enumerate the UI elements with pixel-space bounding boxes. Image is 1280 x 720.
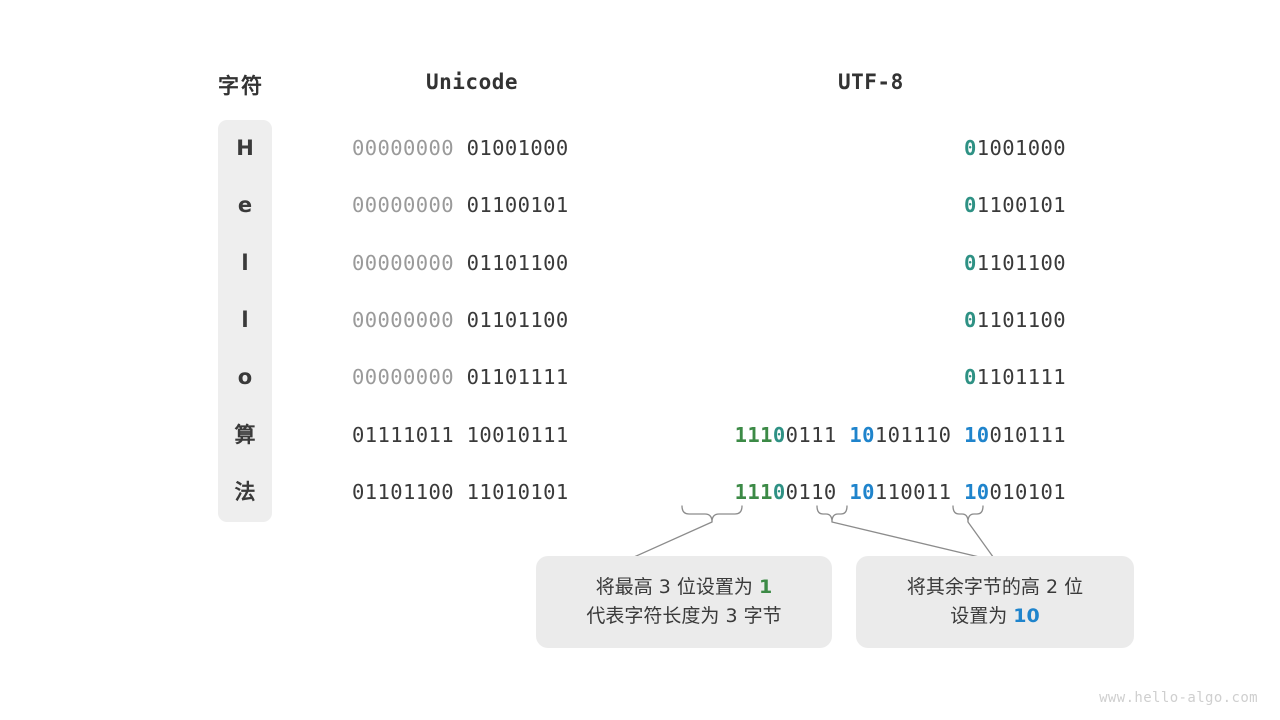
- utf8-byte-prefix: 10: [964, 422, 990, 447]
- utf8-byte: 01001000: [964, 136, 1066, 160]
- unicode-high-byte: 00000000: [352, 307, 454, 332]
- utf8-byte-prefix: 0: [964, 136, 977, 160]
- note-left-emphasis-1: 1: [758, 575, 773, 598]
- character-cell: o: [237, 365, 253, 390]
- unicode-high-byte: 00000000: [352, 250, 454, 275]
- utf8-byte: 01101100: [964, 308, 1066, 332]
- unicode-value: 01111011 10010111: [352, 407, 569, 464]
- utf8-byte-payload: 110011: [874, 479, 952, 504]
- character-cell: e: [237, 193, 253, 218]
- utf8-byte-payload: 1101111: [976, 365, 1066, 390]
- utf8-byte-payload: 0111: [785, 422, 837, 447]
- brace-first-byte: [681, 505, 743, 523]
- utf8-value: 01001000: [964, 120, 1066, 177]
- utf8-byte-payload: 1101100: [976, 307, 1066, 332]
- utf8-value: 01101100: [964, 292, 1066, 349]
- unicode-low-byte: 01101100: [453, 250, 569, 275]
- utf8-byte: 11100110: [735, 480, 837, 504]
- character-cell: H: [236, 136, 254, 160]
- utf8-byte-prefix: 10: [849, 479, 875, 504]
- utf8-byte-separator: [951, 423, 964, 447]
- utf8-byte: 01101100: [964, 251, 1066, 275]
- note-box-leading-byte: 将最高 3 位设置为 1 代表字符长度为 3 字节: [536, 556, 832, 648]
- unicode-value: 00000000 01001000: [352, 120, 569, 177]
- utf8-byte-prefix: 0: [964, 250, 977, 275]
- unicode-high-byte: 01111011: [352, 422, 454, 447]
- utf8-byte: 01100101: [964, 193, 1066, 217]
- character-cell: l: [241, 250, 249, 275]
- utf8-byte-separator: [951, 480, 964, 504]
- utf8-value: 11100110 10110011 10010101: [735, 464, 1066, 521]
- utf8-byte-prefix-terminator: 0: [772, 479, 786, 504]
- utf8-byte-payload: 0110: [785, 479, 837, 504]
- utf8-byte: 01101111: [964, 365, 1066, 389]
- utf8-byte: 11100111: [735, 423, 837, 447]
- utf8-byte-prefix: 111: [734, 422, 773, 447]
- unicode-low-byte: 01001000: [453, 136, 569, 160]
- utf8-byte-prefix-terminator: 0: [772, 422, 786, 447]
- utf8-value: 01101111: [964, 349, 1066, 406]
- note-right-emphasis-10: 10: [1013, 605, 1040, 627]
- unicode-high-byte: 00000000: [352, 136, 454, 160]
- note-left-line-1-text: 将最高 3 位设置为: [595, 575, 759, 598]
- utf8-byte-payload: 010111: [989, 422, 1066, 447]
- utf8-byte-separator: [837, 423, 850, 447]
- unicode-low-byte: 01101111: [453, 365, 569, 390]
- watermark: www.hello-algo.com: [1099, 690, 1258, 706]
- utf8-value: 01101100: [964, 235, 1066, 292]
- utf8-byte: 10101110: [849, 423, 951, 447]
- note-right-line-2-text: 设置为: [950, 605, 1014, 627]
- unicode-value: 00000000 01101100: [352, 235, 569, 292]
- unicode-high-byte: 00000000: [352, 193, 454, 218]
- utf8-byte-prefix: 10: [964, 479, 990, 504]
- character-cell: 算: [234, 422, 256, 447]
- utf8-byte-separator: [837, 480, 850, 504]
- note-right-line-1: 将其余字节的高 2 位: [906, 575, 1084, 598]
- note-right-line-2: 设置为 10: [950, 602, 1040, 631]
- column-header-utf8: UTF-8: [838, 70, 904, 94]
- utf8-byte-prefix: 0: [964, 307, 977, 332]
- utf8-byte-payload: 101110: [874, 422, 952, 447]
- unicode-low-byte: 01100101: [453, 193, 569, 218]
- note-left-line-1: 将最高 3 位设置为 1: [596, 573, 772, 602]
- unicode-high-byte: 01101100: [352, 479, 454, 504]
- unicode-low-byte: 10010111: [453, 422, 569, 447]
- unicode-low-byte: 01101100: [453, 307, 569, 332]
- utf8-byte-payload: 1101100: [976, 250, 1066, 275]
- character-cell: l: [241, 307, 249, 332]
- unicode-value: 00000000 01100101: [352, 177, 569, 234]
- utf8-byte: 10110011: [849, 480, 951, 504]
- utf8-byte-prefix: 111: [734, 479, 773, 504]
- unicode-value: 00000000 01101100: [352, 292, 569, 349]
- unicode-value: 00000000 01101111: [352, 349, 569, 406]
- utf8-value: 11100111 10101110 10010111: [735, 407, 1066, 464]
- utf8-byte-prefix: 0: [964, 365, 977, 390]
- utf8-value: 01100101: [964, 177, 1066, 234]
- utf8-byte-prefix: 0: [964, 193, 977, 218]
- utf8-byte-prefix: 10: [849, 422, 875, 447]
- utf8-byte-payload: 1001000: [976, 136, 1066, 160]
- unicode-value: 01101100 11010101: [352, 464, 569, 521]
- column-header-unicode: Unicode: [426, 70, 519, 94]
- utf8-byte-payload: 1100101: [976, 193, 1066, 218]
- note-box-continuation-byte: 将其余字节的高 2 位 设置为 10: [856, 556, 1134, 648]
- unicode-low-byte: 11010101: [453, 479, 569, 504]
- column-header-character: 字符: [218, 74, 264, 98]
- note-left-line-2: 代表字符长度为 3 字节: [586, 605, 782, 627]
- utf8-byte: 10010111: [964, 423, 1066, 447]
- utf8-byte-payload: 010101: [989, 479, 1066, 504]
- character-cell: 法: [234, 479, 256, 504]
- utf8-byte: 10010101: [964, 480, 1066, 504]
- unicode-high-byte: 00000000: [352, 365, 454, 390]
